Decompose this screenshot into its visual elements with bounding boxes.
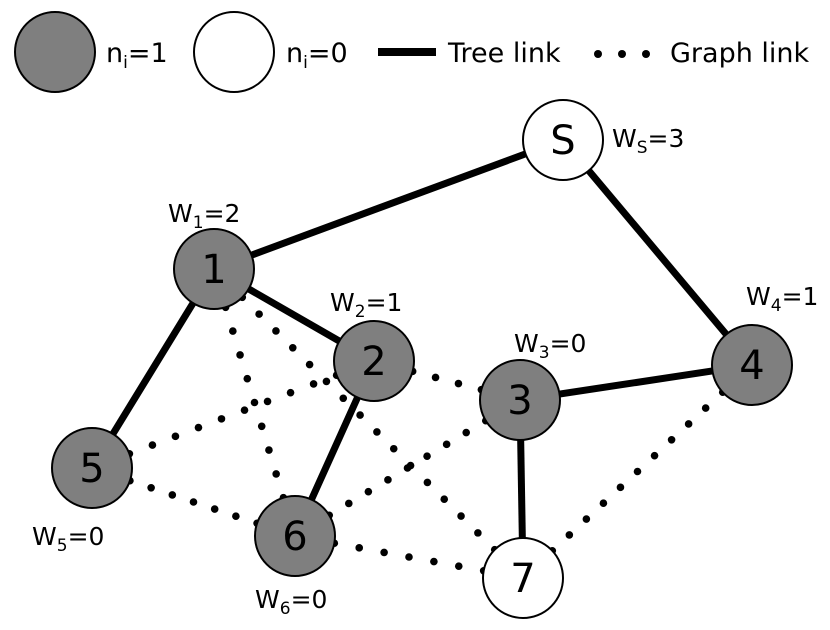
node-7: 7 (482, 537, 564, 619)
node-3: 3 (479, 359, 561, 441)
node-4-circle (711, 324, 793, 406)
node-6-circle (254, 495, 336, 577)
tree-links (109, 150, 729, 539)
legend-empty-label: ni=0 (286, 38, 348, 73)
graph-link-2-5 (125, 371, 341, 458)
tree-link-1-2 (246, 285, 342, 345)
legend: ni=1 ni=0 Tree link Graph link (14, 11, 810, 93)
legend-graph-link-icon (594, 50, 650, 58)
graph-link-1-6 (221, 303, 288, 502)
tree-link-3-4 (559, 367, 713, 398)
weight-label-2: W2=1 (330, 288, 402, 322)
graph-links (125, 293, 727, 575)
graph-link-5-6 (126, 476, 261, 528)
weight-label-S: WS=3 (612, 124, 684, 158)
legend-filled-label: ni=1 (106, 38, 168, 73)
node-6-label: 6 (282, 514, 307, 560)
node-6: 6 (254, 495, 336, 577)
node-3-label: 3 (507, 378, 532, 424)
node-1-label: 1 (201, 247, 226, 293)
graph-link-6-7 (330, 539, 488, 575)
graph-link-6-3 (325, 416, 490, 520)
node-4-label: 4 (739, 343, 764, 389)
node-2: 2 (333, 320, 415, 402)
node-2-circle (333, 320, 415, 402)
weight-label-4: W4=1 (746, 282, 818, 316)
node-S-label: S (550, 118, 575, 164)
graph-link-2-3 (408, 367, 486, 394)
node-2-label: 2 (361, 339, 386, 385)
weight-label-1: W1=2 (168, 199, 240, 233)
node-3-circle (479, 359, 561, 441)
node-7-label: 7 (510, 556, 535, 602)
node-1-circle (173, 228, 255, 310)
tree-link-2-6 (308, 396, 361, 501)
weight-label-6: W6=0 (255, 585, 327, 619)
nodes: S 1 2 3 4 5 6 7 (51, 99, 793, 619)
legend-empty-node-icon (193, 11, 275, 93)
legend-graph-link-label: Graph link (670, 38, 810, 69)
node-S-circle (522, 99, 604, 181)
node-S: S (522, 99, 604, 181)
node-1: 1 (173, 228, 255, 310)
graph-link-1-7 (238, 293, 499, 554)
legend-filled-node-icon (14, 11, 96, 93)
tree-link-S-1 (250, 150, 527, 259)
node-4: 4 (711, 324, 793, 406)
node-5-circle (51, 427, 133, 509)
node-7-circle (482, 537, 564, 619)
graph-link-7-4 (548, 388, 727, 555)
weight-label-3: W3=0 (514, 329, 586, 363)
weight-labels: WS=3W1=2W2=1W3=0 W4=1W5=0W6=0 (32, 124, 818, 619)
tree-link-1-5 (109, 301, 197, 436)
tree-link-S-4 (586, 168, 729, 337)
weight-label-5: W5=0 (32, 522, 104, 556)
legend-tree-link-label: Tree link (447, 38, 561, 69)
tree-link-3-7 (517, 439, 526, 539)
node-5: 5 (51, 427, 133, 509)
node-5-label: 5 (79, 446, 104, 492)
